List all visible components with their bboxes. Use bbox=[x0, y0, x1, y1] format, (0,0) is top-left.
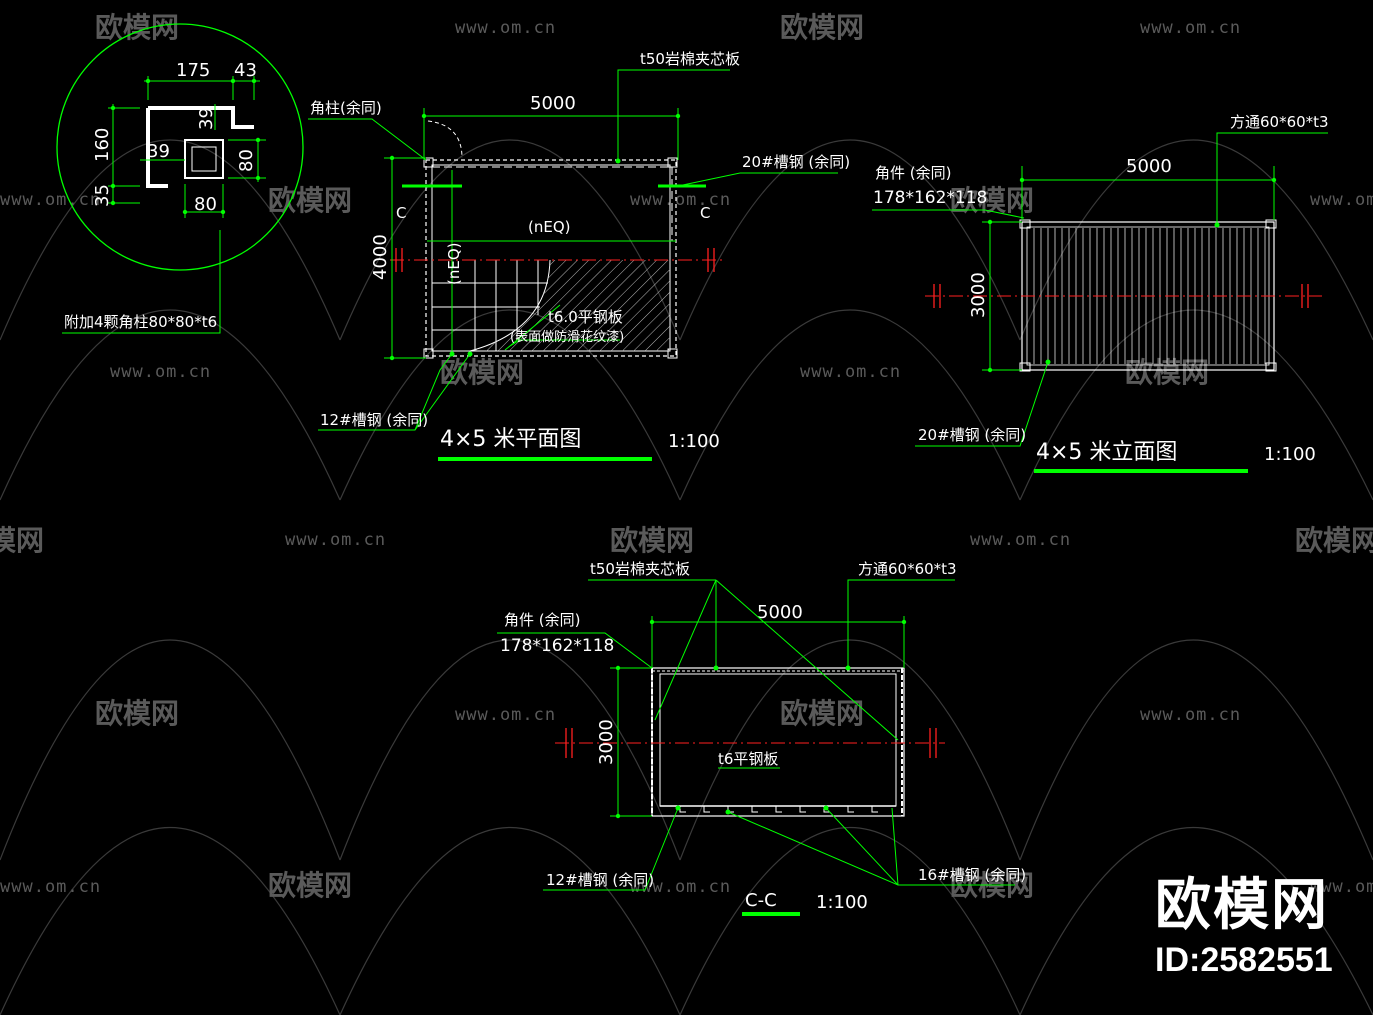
corner-post bbox=[423, 348, 434, 359]
joist-mark bbox=[679, 806, 686, 813]
dim-35: 35 bbox=[92, 184, 113, 207]
label-channel-12: 12#槽钢 (余同) bbox=[320, 411, 428, 429]
label-square-tube: 方通60*60*t3 bbox=[858, 560, 957, 578]
elevation-scale: 1:100 bbox=[1264, 444, 1316, 465]
watermark-logo: 欧模网 bbox=[268, 184, 352, 217]
watermark-logo: 欧模网 bbox=[0, 524, 44, 557]
eq-vertical: (nEQ) bbox=[445, 243, 463, 286]
watermark-logo: 欧模网 bbox=[1295, 524, 1373, 557]
dim-39: 39 bbox=[147, 141, 170, 162]
joist-mark bbox=[775, 806, 782, 813]
watermark-logo: 欧模网 bbox=[95, 11, 179, 44]
brand-id: ID:2582551 bbox=[1155, 941, 1333, 979]
label-channel-20: 20#槽钢 (余同) bbox=[742, 153, 850, 171]
eq-horizontal: (nEQ) bbox=[528, 218, 571, 236]
watermark-url: www.om.cn bbox=[110, 362, 211, 382]
corner-post-profile bbox=[148, 106, 254, 129]
plan-scale: 1:100 bbox=[668, 431, 720, 452]
dim-43: 43 bbox=[234, 60, 257, 81]
corner-post-note: 附加4颗角柱80*80*t6 bbox=[64, 313, 217, 331]
label-corner-fitting: 角件 (余同) bbox=[875, 164, 951, 182]
section-dim-3000: 3000 bbox=[596, 719, 617, 765]
watermark-logo: 欧模网 bbox=[268, 869, 352, 902]
watermark-arcs bbox=[0, 139, 1373, 1015]
plan-dim-5000: 5000 bbox=[530, 93, 576, 114]
corner-post bbox=[667, 348, 678, 359]
brand-name: 欧模网 bbox=[1155, 873, 1329, 938]
watermark-logo: 欧模网 bbox=[440, 356, 524, 389]
section-dim-5000: 5000 bbox=[757, 602, 803, 623]
dim-160: 160 bbox=[92, 128, 113, 162]
section-frame bbox=[651, 667, 905, 817]
dim-80-right: 80 bbox=[236, 149, 257, 172]
corner-post-detail: 175 43 39 160 39 80 35 80 附加4颗角柱80*80*t6 bbox=[56, 23, 304, 334]
joist-mark bbox=[799, 806, 806, 813]
watermark-logo: 欧模网 bbox=[610, 524, 694, 557]
label-corner-post: 角柱(余同) bbox=[310, 99, 382, 117]
floor-joists bbox=[679, 806, 878, 813]
section-view: 5000 3000 t50岩棉夹芯板 方通60*60*t3 角件 (余同) 17… bbox=[497, 560, 1026, 916]
label-plate-note: (表面做防滑花纹漆) bbox=[510, 329, 624, 345]
watermark-url: www.om.cn bbox=[1310, 877, 1373, 897]
joist-mark bbox=[871, 806, 878, 813]
label-channel-16: 16#槽钢 (余同) bbox=[918, 866, 1026, 884]
watermark-url: www.om.cn bbox=[800, 362, 901, 382]
elevation-dim-5000: 5000 bbox=[1126, 156, 1172, 177]
section-title: C-C bbox=[745, 890, 777, 911]
label-channel-20: 20#槽钢 (余同) bbox=[918, 426, 1026, 444]
watermark-url: www.om.cn bbox=[455, 705, 556, 725]
plan-dim-4000: 4000 bbox=[370, 234, 391, 280]
label-corner-size: 178*162*118 bbox=[500, 636, 614, 656]
brand-stamp: 欧模网 ID:2582551 bbox=[1155, 872, 1333, 980]
watermark-logo: 欧模网 bbox=[780, 11, 864, 44]
plan-view: (nEQ) (nEQ) C C 5000 4000 角柱(余同) bbox=[308, 50, 850, 461]
dim-175: 175 bbox=[176, 60, 210, 81]
watermark-url: www.om.cn bbox=[0, 190, 101, 210]
joist-mark bbox=[703, 806, 710, 813]
watermark-url: www.om.cn bbox=[1140, 18, 1241, 38]
watermark-url: www.om.cn bbox=[630, 190, 731, 210]
watermark-url: www.om.cn bbox=[630, 877, 731, 897]
label-channel-12: 12#槽钢 (余同) bbox=[546, 871, 654, 889]
label-core-panel: t50岩棉夹芯板 bbox=[640, 50, 740, 68]
watermark-url: www.om.cn bbox=[0, 877, 101, 897]
detail-circle bbox=[56, 23, 304, 271]
corner-post bbox=[423, 157, 434, 168]
elevation-title: 4×5 米立面图 bbox=[1036, 440, 1177, 465]
label-corner-fitting: 角件 (余同) bbox=[504, 611, 580, 629]
elevation-view: 5000 3000 方通60*60*t3 角件 (余同) 178*162*118… bbox=[872, 113, 1329, 473]
square-tube-outline bbox=[184, 139, 224, 179]
watermark-url: www.om.cn bbox=[1140, 705, 1241, 725]
plan-frame bbox=[425, 159, 677, 357]
joist-mark bbox=[751, 806, 758, 813]
watermark-logo: 欧模网 bbox=[780, 697, 864, 730]
watermark-logo: 欧模网 bbox=[95, 697, 179, 730]
plan-title: 4×5 米平面图 bbox=[440, 427, 581, 452]
label-plate: t6.0平钢板 bbox=[548, 308, 623, 326]
watermark-url: www.om.cn bbox=[1310, 190, 1373, 210]
dim-80-bottom: 80 bbox=[194, 194, 217, 215]
label-plate: t6平钢板 bbox=[718, 750, 778, 768]
section-mark-right: C bbox=[700, 204, 710, 222]
label-square-tube: 方通60*60*t3 bbox=[1230, 113, 1329, 131]
joist-mark bbox=[847, 806, 854, 813]
watermark-url: www.om.cn bbox=[285, 530, 386, 550]
watermark-url: www.om.cn bbox=[455, 18, 556, 38]
hatched-plate-area bbox=[470, 260, 670, 351]
label-core-panel: t50岩棉夹芯板 bbox=[590, 560, 690, 578]
elevation-dim-3000: 3000 bbox=[968, 272, 989, 318]
door-swing bbox=[427, 120, 463, 159]
label-corner-size: 178*162*118 bbox=[873, 188, 987, 208]
watermark-url: www.om.cn bbox=[970, 530, 1071, 550]
section-mark-left: C bbox=[396, 204, 406, 222]
dim-39-top: 39 bbox=[196, 107, 217, 130]
section-scale: 1:100 bbox=[816, 892, 868, 913]
